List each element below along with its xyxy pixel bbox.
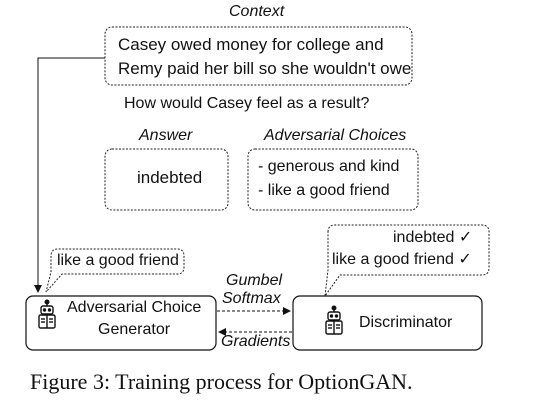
gradients-label: Gradients: [221, 333, 291, 350]
context-to-generator-arrow: [34, 57, 105, 293]
generator-bubble-text: like a good friend: [57, 252, 179, 269]
discriminator-bubble-choice-1: indebted: [393, 229, 455, 246]
generator-box: [25, 295, 217, 351]
discriminator-bubble-line-1: indebted ✓: [393, 230, 472, 246]
check-icon-1: ✓: [458, 229, 473, 246]
context-line-1: Casey owed money for college and: [118, 35, 384, 54]
discriminator-box: [292, 295, 483, 351]
generator-label-line-2: Generator: [98, 321, 171, 338]
discriminator-label: Discriminator: [359, 314, 453, 331]
context-line-2: Remy paid her bill so she wouldn't owe: [118, 59, 412, 78]
context-header: Context: [229, 3, 285, 20]
robot-reader-icon-discriminator: [325, 305, 343, 335]
answer-text: indebted: [137, 168, 203, 187]
adversarial-header: Adversarial Choices: [264, 127, 407, 144]
gumbel-label: Gumbel: [226, 272, 283, 289]
figure-caption: Figure 3: Training process for OptionGAN…: [30, 369, 413, 394]
softmax-label: Softmax: [222, 290, 281, 307]
context-box: [104, 26, 413, 86]
answer-box: [104, 148, 229, 211]
question-text: How would Casey feel as a result?: [124, 95, 370, 112]
adversarial-choices-box: [247, 148, 419, 211]
generator-label-line-1: Adversarial Choice: [67, 299, 202, 316]
adversarial-item-2: - like a good friend: [258, 182, 390, 199]
check-icon-2: ✓: [458, 251, 472, 268]
discriminator-bubble-choice-2: like a good friend: [332, 251, 454, 268]
robot-reader-icon-generator: [38, 299, 56, 329]
generator-speech-bubble: [45, 248, 185, 293]
answer-header: Answer: [139, 127, 193, 144]
discriminator-bubble-line-2: like a good friend ✓: [332, 252, 472, 268]
discriminator-speech-bubble: [324, 224, 490, 298]
adversarial-item-1: - generous and kind: [258, 158, 400, 175]
